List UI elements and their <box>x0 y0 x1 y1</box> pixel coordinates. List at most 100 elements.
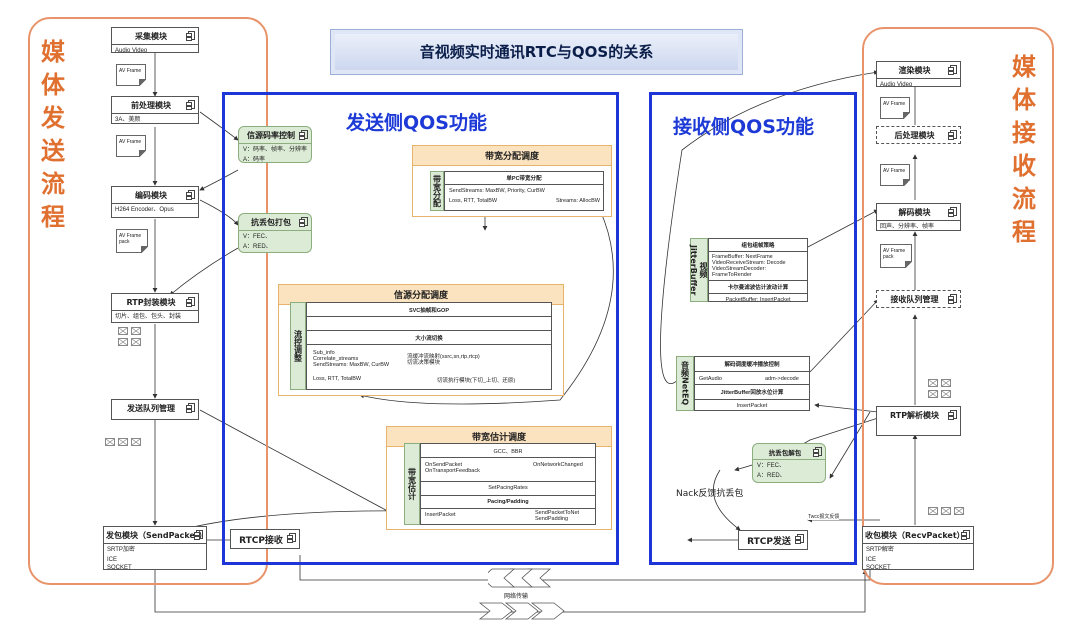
pacing-rate-row: SetPacingRates <box>421 482 595 496</box>
component-icon <box>795 534 804 544</box>
module-desc: Audio Video <box>115 48 148 54</box>
rtcp-send-module: RTCP发送 <box>738 530 808 550</box>
send-qos-title: 发送侧QOS功能 <box>346 112 487 134</box>
component-icon <box>186 297 195 307</box>
detail-line: SendStreams: MaxBW, Priority, CurBW <box>449 188 545 194</box>
detail-row: 解码调度缓冲播放控制 <box>695 357 809 372</box>
nack-label: Nack反馈抗丢包 <box>676 489 744 499</box>
detail-line: OnSendPacket <box>425 462 462 468</box>
module-desc: 回声、分辨率、帧率 <box>880 224 935 230</box>
module-name: 发送队列管理 <box>127 404 175 413</box>
recv-qos-box <box>649 92 857 565</box>
module-desc-line: ICE <box>107 557 118 563</box>
svc-row: SVC抽帧和GOP <box>307 303 551 317</box>
module-desc-line: V：码率、帧率、分辨率 <box>243 147 308 153</box>
title-char: 媒 <box>41 38 65 66</box>
module-name: 后处理模块 <box>894 131 935 140</box>
packet-icons <box>105 438 150 446</box>
module-name: 编码模块 <box>112 187 198 204</box>
av-frame-pack-note: AV Frame pack <box>880 244 912 268</box>
detail-line: VideoStreamDecoder: FrameToRender <box>712 266 767 278</box>
title-char: 收 <box>1012 152 1036 180</box>
rtcp-recv-module: RTCP接收 <box>230 529 300 549</box>
send-qos-box <box>222 92 619 565</box>
module-name: 抗丢包打包 <box>239 214 311 231</box>
component-icon <box>948 65 957 75</box>
source-alloc-detail: SVC抽帧和GOP 大小流切换 Sub_info Correlate_strea… <box>306 302 552 390</box>
encode-module: 编码模块 H264 Encoder、Opus <box>111 186 199 218</box>
stream-switch-row: 大小流切换 <box>307 331 551 345</box>
packet-icon <box>131 438 141 446</box>
pacing-row: Pacing/Padding InsertPacket SendPacketTo… <box>421 496 595 524</box>
component-icon <box>948 410 957 420</box>
module-desc-line: V：FEC、 <box>757 463 786 469</box>
module-name: RTCP发送 <box>747 537 791 547</box>
module-desc-line: A：RED、 <box>757 473 786 479</box>
module-name: 抗丢包解包 <box>753 444 825 460</box>
packet-icons <box>928 507 973 515</box>
packet-icon <box>118 338 128 346</box>
send-queue-module: 发送队列管理 <box>111 399 199 420</box>
detail-line: Sub_info <box>313 350 335 356</box>
callback-row: OnSendPacket OnTransportFeedback OnNetwo… <box>421 458 595 482</box>
media-recv-panel <box>862 27 1054 585</box>
component-icon <box>186 403 195 413</box>
title-char: 发 <box>41 104 65 132</box>
module-desc-line: SOCKET <box>107 565 132 571</box>
detail-row: 组包组帧策略 <box>709 239 807 252</box>
title-char: 程 <box>1012 218 1036 246</box>
source-alloc-label: 流控调整 <box>290 302 306 390</box>
detail-line: SendPacketToNet <box>535 510 580 516</box>
network-chevrons-left <box>488 568 552 588</box>
title-char: 媒 <box>1012 53 1036 81</box>
module-desc-line: A：RED、 <box>243 244 272 250</box>
packet-icon <box>131 338 141 346</box>
module-name: 接收队列管理 <box>890 295 939 304</box>
module-desc-line: ICE <box>866 557 877 563</box>
packet-icon <box>131 327 141 335</box>
network-chevrons-right <box>478 602 565 620</box>
detail-row: JitterBuffer回放水位计算 <box>695 385 809 400</box>
detail-row: PacketBuffer: InsertPacket <box>725 297 791 303</box>
packet-icons <box>118 327 148 346</box>
rtp-pack-module: RTP封装模块 切片、组包、包头、封装 <box>111 293 199 323</box>
title-char: 流 <box>1012 185 1036 213</box>
component-icon <box>948 207 957 217</box>
module-name: RTP封装模块 <box>112 294 198 311</box>
module-name: 前处理模块 <box>112 97 198 114</box>
title-char: 送 <box>41 137 65 165</box>
title-char: 流 <box>41 170 65 198</box>
component-icon <box>186 31 195 41</box>
detail-line: 流缓冲流映射(ssrc,sn,rtp,rtcp) <box>407 354 480 360</box>
detail-line: OnNetworkChanged <box>533 462 583 468</box>
network-label: 网络传输 <box>504 594 529 600</box>
av-frame-note: AV Frame <box>116 135 146 157</box>
detail-line: Correlate_streams <box>313 356 359 362</box>
detail-line: Loss, RTT, TotalBW <box>313 376 362 382</box>
detail-row: FrameBuffer: NextFrame VideoReceiveStrea… <box>709 252 807 281</box>
component-icon <box>948 130 957 140</box>
recv-queue-module: 接收队列管理 <box>876 290 961 308</box>
component-icon <box>186 100 195 110</box>
detail-line: SendPadding <box>535 516 569 522</box>
recv-qos-title: 接收侧QOS功能 <box>673 116 814 138</box>
fec-unpack-module: 抗丢包解包 V：FEC、 A：RED、 <box>752 443 826 483</box>
module-desc-line: A：码率 <box>243 157 266 163</box>
detail-row: GetAudio adm->decode <box>695 372 809 385</box>
detail-line: adm->decode <box>765 376 799 382</box>
jitter-buffer-label: 视频JitterBuffer <box>689 238 708 302</box>
packet-icon <box>105 438 115 446</box>
preprocess-module: 前处理模块 3A、美颜 <box>111 96 199 124</box>
av-frame-note: AV Frame <box>116 64 146 86</box>
twcc-label: Twcc报文反馈 <box>808 513 840 520</box>
packet-icon <box>941 379 951 387</box>
postprocess-module: 后处理模块 <box>876 126 961 144</box>
decision-row: Sub_info Correlate_streams SendStreams: … <box>307 345 551 389</box>
detail-line: GetAudio <box>699 376 722 382</box>
packet-icon <box>118 438 128 446</box>
packet-icon <box>941 507 951 515</box>
packet-icons <box>928 379 960 398</box>
packet-icon <box>928 507 938 515</box>
bandwidth-alloc-detail: 单PC带宽分配 SendStreams: MaxBW, Priority, Cu… <box>444 171 604 211</box>
module-desc: 切片、组包、包头、封装 <box>115 314 182 320</box>
